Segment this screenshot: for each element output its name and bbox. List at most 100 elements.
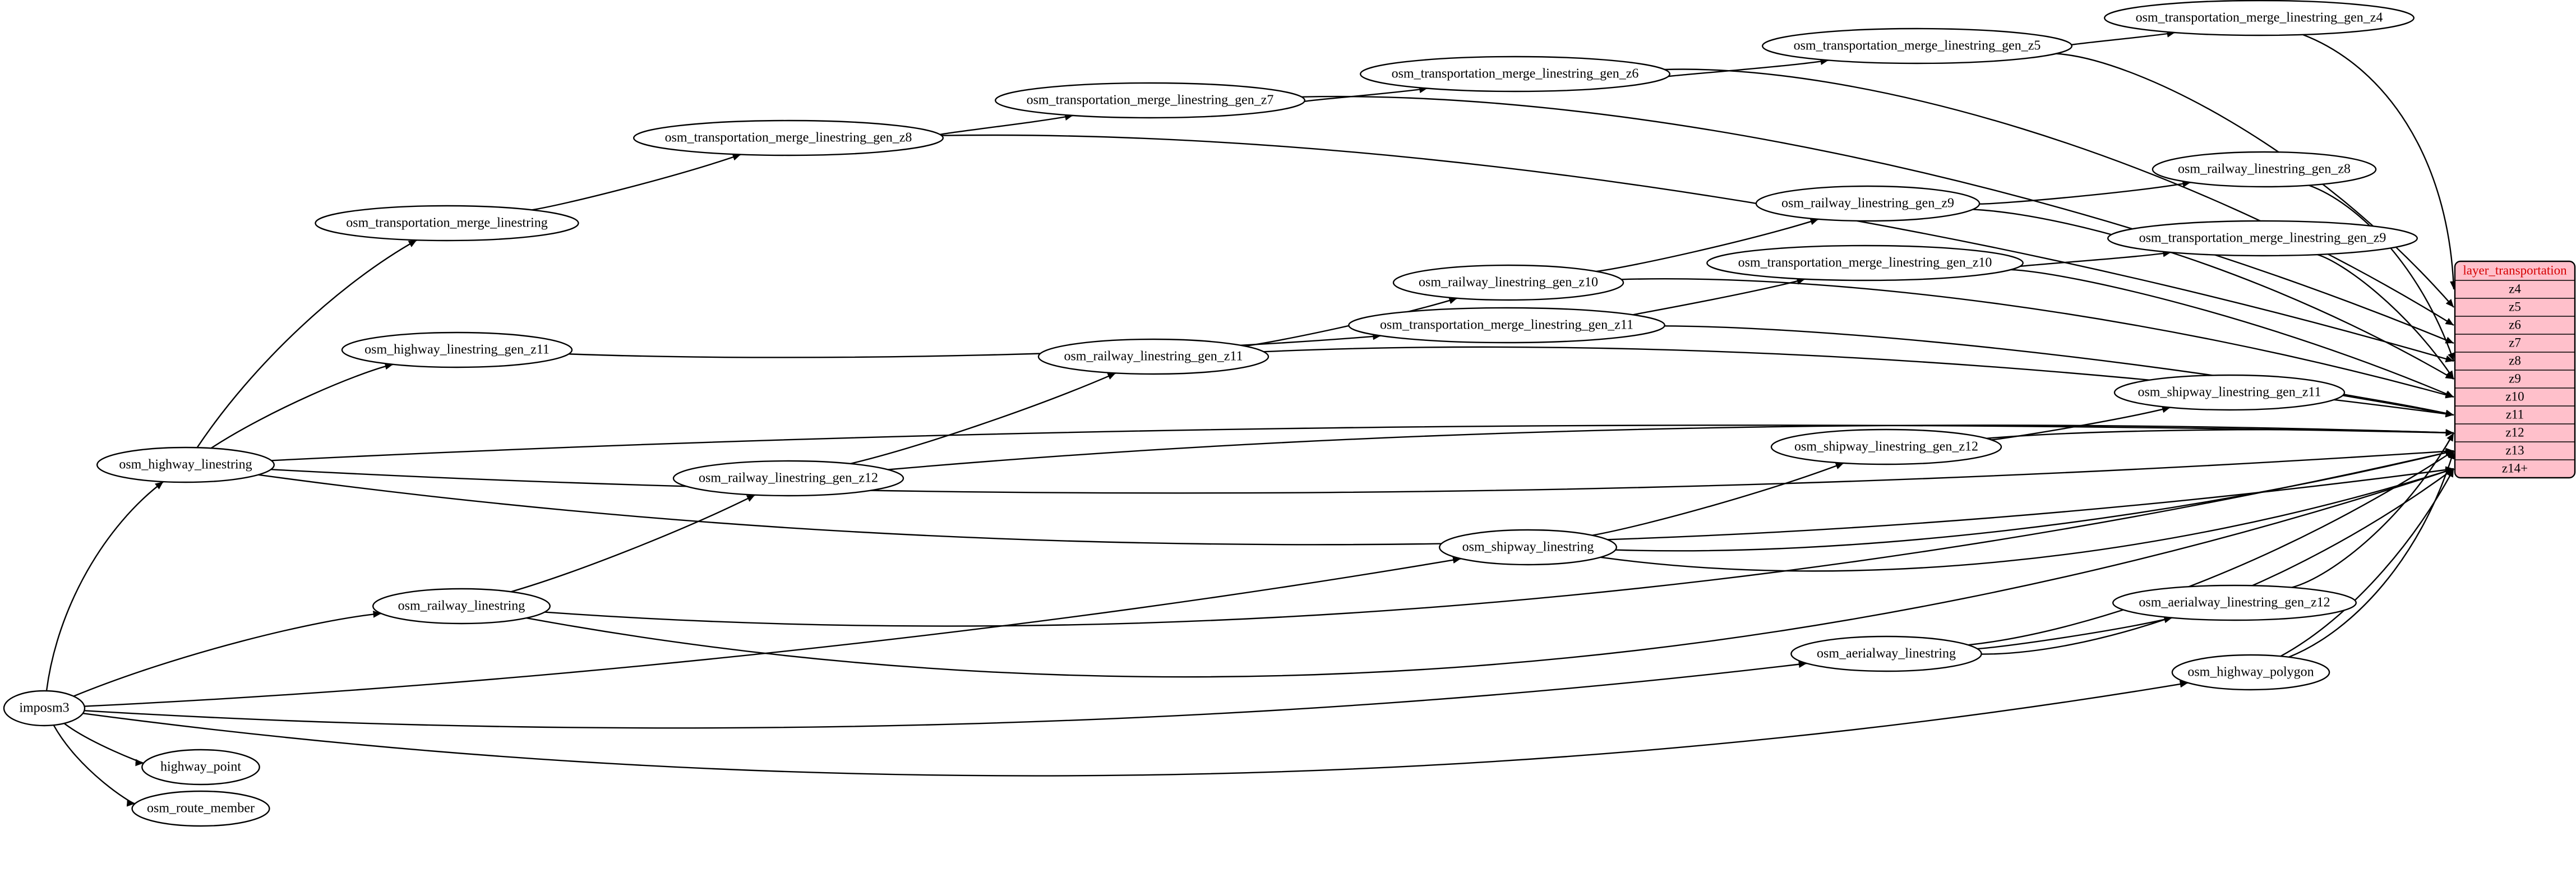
edge-imposm3-to-osm_highway_polygon — [82, 680, 2189, 777]
table-node-label: osm_railway_linestring_gen_z9 — [1781, 196, 1954, 211]
layer-row-z13: z13 — [2505, 443, 2524, 457]
table-node-osm_highway_polygon: osm_highway_polygon — [2171, 654, 2330, 691]
table-node-shape — [1755, 185, 1981, 222]
edge-osm_railway_linestring_gen_z10-to-osm_railway_linestring_gen_z9 — [1596, 218, 1819, 273]
layer-row-z9: z9 — [2509, 371, 2521, 385]
edge-osm_shipway_linestring_gen_z12-to-osm_shipway_linestring_gen_z11 — [1991, 405, 2171, 441]
table-node-osm_transportation_merge_linestring_gen_z9: osm_transportation_merge_linestring_gen_… — [2107, 220, 2418, 257]
nodes-group: imposm3 osm_highway_linestring highway_poi… — [3, 0, 2576, 827]
edges-group — [45, 30, 2457, 807]
table-node-shape — [1392, 264, 1624, 301]
table-node-shape — [1761, 27, 2072, 64]
table-node-label: osm_highway_linestring — [119, 458, 252, 472]
edge-osm_railway_linestring_gen_z12-to-osm_railway_linestring_gen_z11 — [850, 372, 1116, 465]
table-node-shape — [141, 749, 260, 786]
edge-osm_transportation_merge_linestring_gen_z4-to-layer_transportation-z4 — [2302, 34, 2457, 290]
table-node-shape — [2152, 151, 2377, 188]
edge-osm_transportation_merge_linestring_gen_z7-to-osm_transportation_merge_linestring_gen_z6 — [1297, 86, 1428, 104]
edge-imposm3-to-highway_point — [63, 723, 144, 767]
edge-osm_shipway_linestring-to-layer_transportation-z13 — [1615, 449, 2454, 552]
table-node-shape — [341, 331, 573, 368]
edge-osm_transportation_merge_linestring-to-osm_transportation_merge_linestring_gen_z8 — [532, 154, 741, 211]
edge-osm_railway_linestring_gen_z11-to-osm_railway_linestring_gen_z10 — [1244, 297, 1458, 347]
table-node-osm_railway_linestring_gen_z8: osm_railway_linestring_gen_z8 — [2152, 151, 2377, 188]
table-node-label: osm_transportation_merge_linestring_gen_… — [1027, 93, 1274, 108]
table-node-shape — [1348, 307, 1665, 344]
edge-imposm3-to-osm_route_member — [53, 724, 136, 807]
table-node-osm_railway_linestring_gen_z11: osm_railway_linestring_gen_z11 — [1037, 338, 1269, 375]
edge-osm_shipway_linestring_gen_z12-to-layer_transportation-z12 — [1986, 429, 2454, 439]
table-node-osm_transportation_merge_linestring_gen_z6: osm_transportation_merge_linestring_gen_… — [1359, 56, 1670, 93]
edge-osm_railway_linestring_gen_z9-to-osm_railway_linestring_gen_z8 — [1979, 180, 2191, 205]
edge-osm_transportation_merge_linestring_gen_z10-to-layer_transportation-z10 — [2011, 269, 2454, 398]
edge-osm_railway_linestring-to-osm_railway_linestring_gen_z12 — [510, 494, 756, 593]
table-node-shape — [372, 588, 551, 625]
table-node-label: osm_railway_linestring_gen_z10 — [1419, 275, 1598, 290]
table-node-shape — [2104, 0, 2415, 36]
table-node-shape — [2112, 584, 2357, 621]
table-node-osm_transportation_merge_linestring_gen_z5: osm_transportation_merge_linestring_gen_… — [1761, 27, 2072, 64]
table-node-osm_aerialway_linestring_gen_z12: osm_aerialway_linestring_gen_z12 — [2112, 584, 2357, 621]
edge-osm_aerialway_linestring-to-layer_transportation-z13 — [1968, 450, 2454, 646]
edge-osm_highway_linestring-to-layer_transportation-z12 — [271, 424, 2454, 461]
table-node-shape — [2107, 220, 2418, 257]
table-node-osm_highway_linestring_gen_z11: osm_highway_linestring_gen_z11 — [341, 331, 573, 368]
table-node-label: osm_railway_linestring_gen_z11 — [1064, 349, 1243, 364]
table-node-osm_shipway_linestring_gen_z11: osm_shipway_linestring_gen_z11 — [2113, 374, 2346, 411]
table-node-shape — [672, 460, 904, 497]
table-node-osm_transportation_merge_linestring_gen_z10: osm_transportation_merge_linestring_gen_… — [1706, 244, 2024, 281]
layer-row-z12: z12 — [2505, 425, 2524, 439]
table-node-osm_transportation_merge_linestring_gen_z8: osm_transportation_merge_linestring_gen_… — [633, 119, 944, 156]
edge-osm_aerialway_linestring_gen_z12-to-layer_transportation-z12 — [2291, 432, 2455, 588]
table-node-label: osm_transportation_merge_linestring_gen_… — [665, 131, 912, 145]
layer-row-z8: z8 — [2509, 353, 2521, 367]
table-node-label: osm_highway_polygon — [2187, 665, 2314, 680]
table-node-shape — [1037, 338, 1269, 375]
edge-imposm3-to-osm_railway_linestring — [73, 611, 382, 697]
layer-node-title: layer_transportation — [2463, 263, 2567, 277]
table-node-shape — [131, 790, 270, 827]
table-node-shape — [2171, 654, 2330, 691]
table-node-shape — [315, 205, 579, 242]
table-node-label: osm_railway_linestring — [398, 599, 525, 613]
layer-row-z11: z11 — [2506, 407, 2524, 421]
edge-osm_transportation_merge_linestring_gen_z9-to-layer_transportation-z9 — [2317, 253, 2454, 380]
table-node-label: osm_transportation_merge_linestring_gen_… — [1380, 318, 1633, 333]
table-node-osm_transportation_merge_linestring_gen_z11: osm_transportation_merge_linestring_gen_… — [1348, 307, 1665, 344]
table-node-label: osm_transportation_merge_linestring — [346, 216, 548, 230]
table-node-label: osm_shipway_linestring_gen_z12 — [1794, 440, 1978, 454]
edge-osm_highway_polygon-to-layer_transportation-z13 — [2288, 450, 2455, 658]
table-node-shape — [994, 82, 1305, 119]
table-node-label: osm_aerialway_linestring_gen_z12 — [2139, 596, 2330, 610]
table-node-label: imposm3 — [19, 701, 69, 716]
edge-osm_highway_linestring-to-layer_transportation-z14+ — [258, 466, 2454, 546]
edge-osm_aerialway_linestring-to-osm_aerialway_linestring_gen_z12 — [1977, 616, 2173, 650]
edge-osm_railway_linestring_gen_z12-to-layer_transportation-z12 — [888, 424, 2454, 470]
table-node-osm_railway_linestring: osm_railway_linestring — [372, 588, 551, 625]
table-node-label: osm_shipway_linestring_gen_z11 — [2138, 385, 2321, 400]
edge-osm_transportation_merge_linestring_gen_z5-to-osm_transportation_merge_linestring_gen_z4 — [2062, 30, 2176, 48]
edge-osm_shipway_linestring-to-layer_transportation-z14+ — [1600, 468, 2454, 572]
table-node-label: highway_point — [160, 760, 241, 774]
table-node-osm_railway_linestring_gen_z12: osm_railway_linestring_gen_z12 — [672, 460, 904, 497]
layer-row-z14+: z14+ — [2502, 461, 2528, 475]
table-node-label: osm_transportation_merge_linestring_gen_… — [2136, 11, 2383, 25]
layer-row-z7: z7 — [2509, 335, 2521, 349]
table-node-imposm3: imposm3 — [3, 690, 86, 727]
edge-osm_highway_linestring-to-layer_transportation-z13 — [271, 447, 2454, 494]
table-node-osm_railway_linestring_gen_z9: osm_railway_linestring_gen_z9 — [1755, 185, 1981, 222]
edge-osm_highway_polygon-to-layer_transportation-z14+ — [2280, 468, 2455, 657]
table-node-osm_route_member: osm_route_member — [131, 790, 270, 827]
edge-osm_shipway_linestring-to-osm_shipway_linestring_gen_z12 — [1592, 462, 1844, 536]
edge-osm_highway_linestring-to-osm_transportation_merge_linestring — [196, 239, 417, 448]
edge-osm_transportation_merge_linestring_gen_z11-to-layer_transportation-z11 — [1664, 325, 2454, 417]
table-node-osm_railway_linestring_gen_z10: osm_railway_linestring_gen_z10 — [1392, 264, 1624, 301]
table-node-label: osm_transportation_merge_linestring_gen_… — [2139, 231, 2386, 246]
table-node-shape — [1770, 428, 2002, 465]
edge-osm_railway_linestring-to-layer_transportation-z14+ — [526, 468, 2454, 678]
edge-osm_transportation_merge_linestring_gen_z10-to-osm_transportation_merge_linestring_gen_z9 — [2015, 250, 2171, 268]
table-node-label: osm_route_member — [147, 801, 255, 816]
edge-imposm3-to-osm_shipway_linestring — [84, 556, 1461, 707]
table-node-shape — [633, 119, 944, 156]
